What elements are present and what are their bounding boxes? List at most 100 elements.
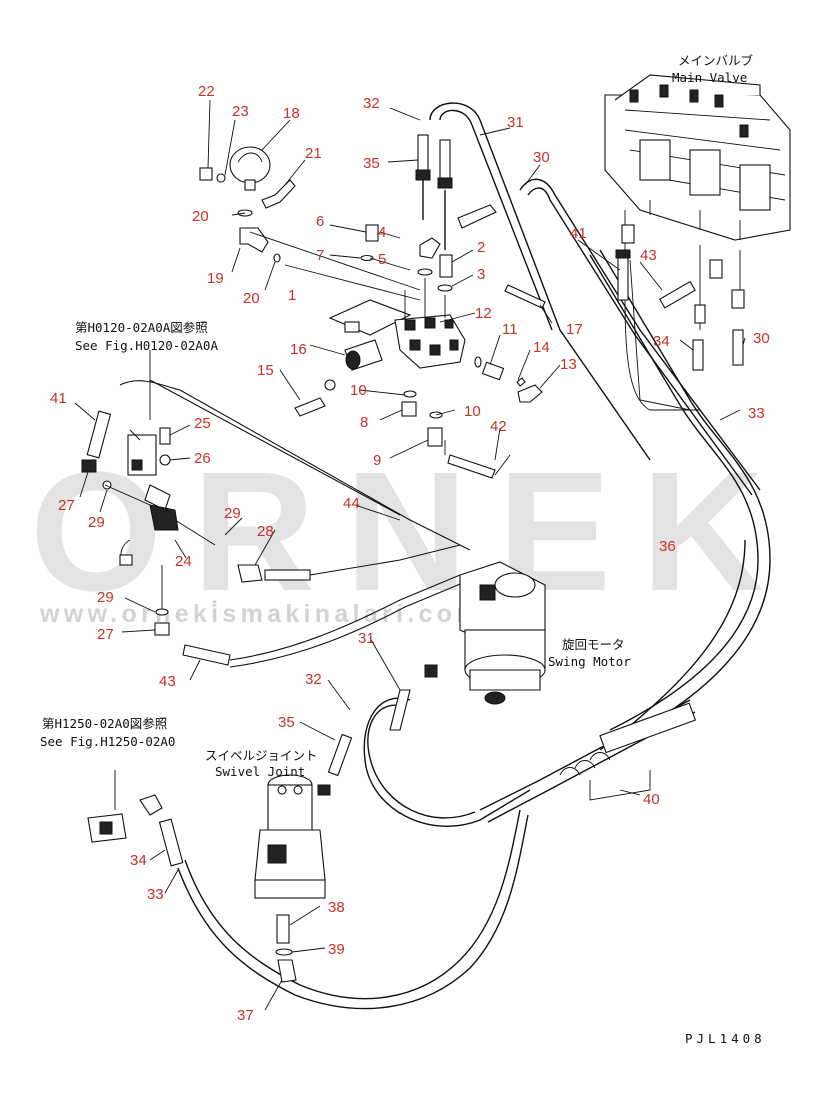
callout-33b: 33: [147, 886, 164, 903]
solenoid-lower: [87, 813, 127, 843]
callout-32b: 32: [305, 671, 322, 688]
callout-41b: 41: [50, 390, 67, 407]
hose-41b: [86, 410, 112, 459]
fitting-11: [481, 361, 505, 381]
nut-22: [199, 167, 213, 181]
fitting-27a: [81, 459, 97, 473]
elbow-19: [239, 227, 269, 253]
fitting-41a: [617, 254, 629, 301]
elbow-34b: [139, 794, 163, 816]
oring-20b: [273, 253, 281, 263]
callout-27b: 27: [97, 626, 114, 643]
fitting-28: [237, 564, 263, 583]
callout-35a: 35: [363, 155, 380, 172]
callout-35b: 35: [278, 714, 295, 731]
callout-43b: 43: [159, 673, 176, 690]
callout-13: 13: [560, 356, 577, 373]
callout-33a: 33: [748, 405, 765, 422]
fitting-34a: [692, 339, 704, 371]
callout-44: 44: [343, 495, 360, 512]
swivel-joint: [254, 774, 326, 899]
callout-29b: 29: [224, 505, 241, 522]
fitting-8: [401, 401, 417, 417]
hose-43b: [182, 644, 231, 666]
callout-36: 36: [659, 538, 676, 555]
callout-24: 24: [175, 553, 192, 570]
callout-20a: 20: [192, 208, 209, 225]
callout-38: 38: [328, 899, 345, 916]
callout-18: 18: [283, 105, 300, 122]
see-fig-b-label-en: See Fig.H1250-02A0: [40, 734, 175, 749]
callout-40: 40: [643, 791, 660, 808]
callout-10b: 10: [464, 403, 481, 420]
washer-39: [275, 948, 293, 956]
callout-32a: 32: [363, 95, 380, 112]
swivel-joint-label-en: Swivel Joint: [215, 764, 305, 779]
callout-22: 22: [198, 83, 215, 100]
hose-28-line: [309, 544, 461, 576]
washer-23: [216, 173, 226, 183]
callout-9: 9: [373, 452, 381, 469]
callout-31b: 31: [358, 630, 375, 647]
callout-14: 14: [533, 339, 550, 356]
swing-motor-label-jp: 旋回モータ: [562, 637, 625, 652]
callout-3: 3: [477, 266, 485, 283]
fitting-30b: [732, 329, 744, 366]
callout-43a: 43: [640, 247, 657, 264]
callout-10a: 10: [350, 382, 367, 399]
hose-43-lower: [229, 574, 461, 661]
clamp-37: [277, 959, 297, 983]
callout-37: 37: [237, 1007, 254, 1024]
callout-28: 28: [257, 523, 274, 540]
elbow-13: [517, 384, 543, 403]
hose-31: [429, 102, 651, 461]
callout-19: 19: [207, 270, 224, 287]
callout-11: 11: [502, 321, 518, 338]
bracket-25: [127, 434, 157, 476]
callout-39: 39: [328, 941, 345, 958]
watermark-url: www.orneki̇smakinalari.com.tr: [39, 599, 521, 628]
callout-34a: 34: [653, 333, 670, 350]
callout-7: 7: [316, 247, 324, 264]
callout-16: 16: [290, 341, 307, 358]
callout-2: 2: [477, 239, 485, 256]
callout-15: 15: [257, 362, 274, 379]
callout-4: 4: [378, 224, 386, 241]
hose-30: [519, 178, 761, 491]
fitting-6: [365, 224, 379, 242]
callout-12: 12: [475, 305, 492, 322]
hose-42: [447, 454, 496, 479]
callout-41a: 41: [570, 225, 587, 242]
callout-5: 5: [378, 251, 386, 268]
callout-29c: 29: [97, 589, 114, 606]
main-valve-label-en: Main Valve: [672, 70, 747, 85]
callout-17: 17: [566, 321, 583, 338]
elbow-21: [261, 179, 296, 209]
solenoid-valve-block: [328, 299, 466, 371]
fitting-9: [427, 427, 443, 447]
callout-31a: 31: [507, 114, 524, 131]
hose-33-fitting: [158, 818, 184, 867]
swing-motor-label-en: Swing Motor: [548, 654, 631, 669]
bolt-38: [276, 914, 290, 944]
fitting-43a: [659, 280, 696, 309]
callout-27a: 27: [58, 497, 75, 514]
callout-25: 25: [194, 415, 211, 432]
callout-34b: 34: [130, 852, 147, 869]
fitting-31b: [389, 689, 411, 731]
callout-26: 26: [194, 450, 211, 467]
see-fig-a-label-jp: 第H0120-02A0A図参照: [75, 320, 208, 335]
callout-1: 1: [288, 287, 296, 304]
drawing-code: PJL1408: [685, 1031, 766, 1046]
bolt-25: [159, 427, 171, 445]
fitting-2: [439, 254, 453, 278]
main-valve: [604, 74, 791, 241]
callout-21: 21: [305, 145, 322, 162]
callout-8: 8: [360, 414, 368, 431]
hose-33: [599, 249, 771, 741]
swing-motor: [459, 561, 546, 705]
callout-29a: 29: [88, 514, 105, 531]
see-fig-b-label-jp: 第H1250-02A0図参照: [42, 716, 167, 731]
accumulator-18: [229, 146, 271, 191]
